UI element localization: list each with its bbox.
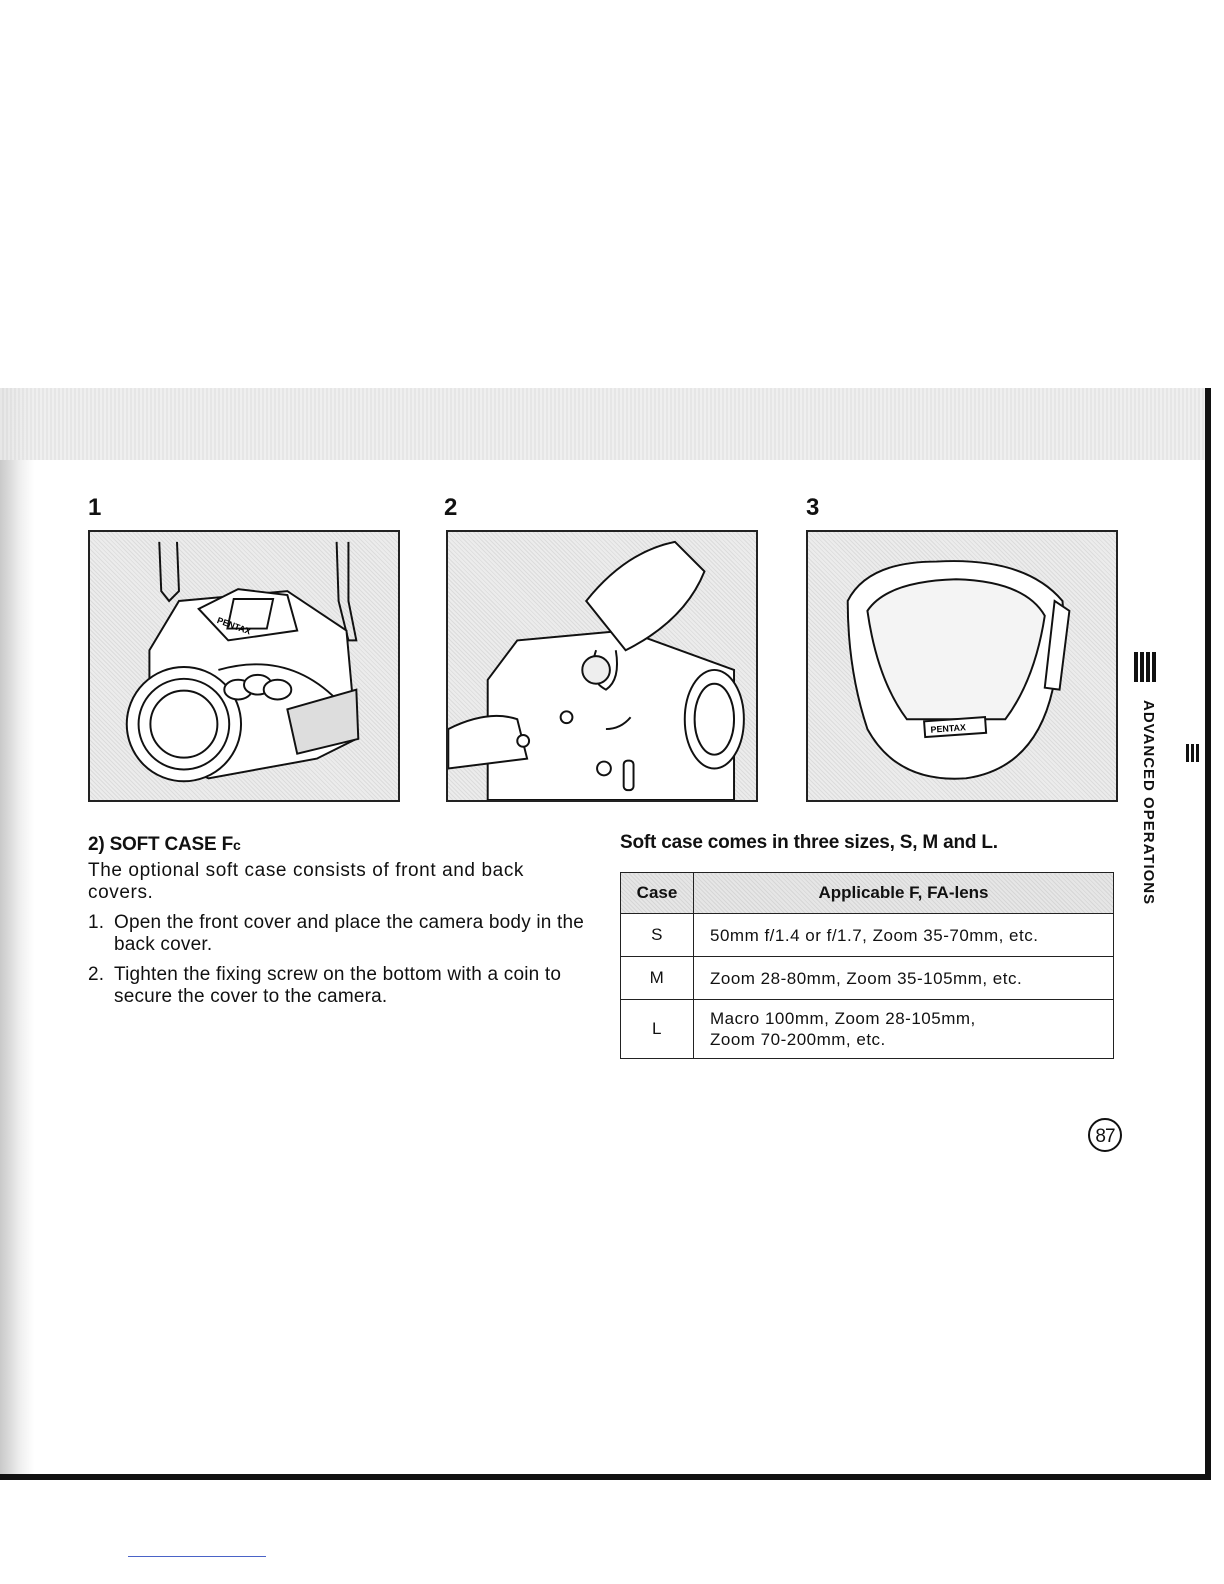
- step-text: Open the front cover and place the camer…: [114, 912, 585, 955]
- section-title-subscript: c: [233, 837, 241, 853]
- figure-2-tightening-screw: [446, 530, 758, 802]
- lens-cell: Zoom 28-80mm, Zoom 35-105mm, etc.: [693, 956, 1114, 1000]
- lens-line: Macro 100mm, Zoom 28-105mm,: [710, 1009, 976, 1028]
- step-number: 2.: [88, 964, 105, 985]
- section-marker-bars-small: [1186, 744, 1200, 762]
- header-band: [0, 388, 1210, 460]
- column-header-case: Case: [620, 872, 694, 914]
- figure-1-camera-in-case: PENTAX: [88, 530, 400, 802]
- page-shadow-edge: [0, 388, 34, 1478]
- camera-illustration: PENTAX: [125, 541, 360, 783]
- figure-2-number: 2: [444, 494, 458, 521]
- page-number: 87: [1088, 1118, 1122, 1152]
- column-header-lens: Applicable F, FA-lens: [693, 872, 1114, 914]
- lens-line: Zoom 70-200mm, etc.: [710, 1030, 886, 1049]
- bottom-border: [0, 1474, 1211, 1480]
- case-logo: PENTAX: [930, 722, 966, 734]
- side-tab-label: ADVANCED OPERATIONS: [1140, 700, 1157, 906]
- case-cell: L: [620, 999, 694, 1059]
- table-row: M Zoom 28-80mm, Zoom 35-105mm, etc.: [620, 956, 1114, 1000]
- step-number: 1.: [88, 912, 105, 933]
- case-size-table: Case Applicable F, FA-lens S 50mm f/1.4 …: [620, 872, 1114, 1059]
- section-marker-bars: [1134, 652, 1156, 682]
- coin-screw-illustration: [448, 540, 745, 800]
- table-header-row: Case Applicable F, FA-lens: [620, 872, 1114, 914]
- lens-line: Zoom 28-80mm, Zoom 35-105mm, etc.: [710, 968, 1023, 988]
- table-heading: Soft case comes in three sizes, S, M and…: [620, 832, 998, 853]
- right-border: [1205, 388, 1211, 1480]
- case-cell: M: [620, 956, 694, 1000]
- table-row: S 50mm f/1.4 or f/1.7, Zoom 35-70mm, etc…: [620, 913, 1114, 957]
- step-list: 1. Open the front cover and place the cam…: [88, 912, 598, 1016]
- figure-3-soft-case: PENTAX: [806, 530, 1118, 802]
- section-title: 2) SOFT CASE Fc: [88, 834, 241, 856]
- section-title-text: 2) SOFT CASE F: [88, 834, 233, 855]
- soft-case-illustration: PENTAX: [846, 560, 1071, 780]
- bottom-underline: [128, 1556, 266, 1557]
- intro-paragraph: The optional soft case consists of front…: [88, 860, 525, 903]
- step-item: 2. Tighten the fixing screw on the bottom…: [88, 964, 598, 1008]
- table-row: L Macro 100mm, Zoom 28-105mm, Zoom 70-200…: [620, 999, 1114, 1059]
- case-cell: S: [620, 913, 694, 957]
- lens-cell: Macro 100mm, Zoom 28-105mm, Zoom 70-200mm…: [693, 999, 1114, 1059]
- lens-cell: 50mm f/1.4 or f/1.7, Zoom 35-70mm, etc.: [693, 913, 1114, 957]
- lens-line: 50mm f/1.4 or f/1.7, Zoom 35-70mm, etc.: [710, 925, 1039, 945]
- step-item: 1. Open the front cover and place the cam…: [88, 912, 598, 956]
- figure-1-number: 1: [88, 494, 102, 521]
- figure-3-number: 3: [806, 494, 820, 521]
- step-text: Tighten the fixing screw on the bottom w…: [114, 964, 562, 1007]
